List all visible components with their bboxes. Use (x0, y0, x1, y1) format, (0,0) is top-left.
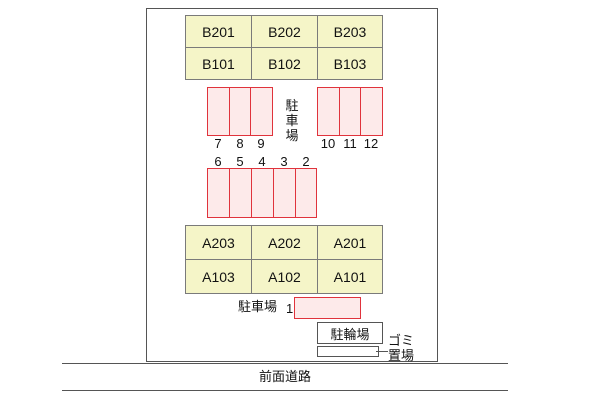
garbage-leader-line (376, 351, 388, 352)
parking-space-6 (207, 168, 230, 218)
bicycle-parking: 駐輪場 (317, 322, 383, 344)
garbage-label-line-1: ゴミ (388, 333, 415, 348)
parking-number-1: 1 (286, 301, 294, 316)
parking-space-5 (229, 168, 252, 218)
parking-label-char-3: 場 (285, 128, 299, 143)
unit-a103: A103 (185, 259, 252, 294)
road-line-bottom (62, 390, 508, 391)
parking-number-6: 6 (214, 154, 222, 169)
parking-number-3: 3 (280, 154, 288, 169)
parking-space-12 (360, 87, 383, 136)
parking-number-5: 5 (236, 154, 244, 169)
parking-label-char-1: 駐 (285, 98, 299, 113)
unit-b203: B203 (317, 15, 383, 48)
garbage-area-box (317, 346, 379, 357)
parking-number-4: 4 (258, 154, 266, 169)
unit-b201: B201 (185, 15, 252, 48)
garbage-label-line-2: 置場 (388, 348, 415, 363)
unit-b102: B102 (251, 47, 318, 80)
parking-number-11: 11 (343, 136, 357, 151)
parking-space-11 (339, 87, 361, 136)
parking-space-4 (251, 168, 274, 218)
unit-a202: A202 (251, 225, 318, 260)
parking-number-9: 9 (257, 136, 265, 151)
unit-a101: A101 (317, 259, 383, 294)
parking-space-7 (207, 87, 230, 136)
unit-b202: B202 (251, 15, 318, 48)
parking-number-7: 7 (214, 136, 222, 151)
unit-a201: A201 (317, 225, 383, 260)
parking-label-char-2: 車 (285, 113, 299, 128)
unit-a203: A203 (185, 225, 252, 260)
parking-number-10: 10 (320, 136, 336, 151)
parking-space-2 (295, 168, 317, 218)
unit-b101: B101 (185, 47, 252, 80)
front-road-label: 前面道路 (258, 369, 311, 384)
lower-parking-label: 駐車場 (238, 299, 278, 314)
parking-space-3 (273, 168, 296, 218)
parking-space-9 (250, 87, 273, 136)
parking-space-10 (317, 87, 340, 136)
unit-a102: A102 (251, 259, 318, 294)
road-line-top (62, 363, 508, 364)
parking-number-8: 8 (236, 136, 244, 151)
parking-space-1 (294, 297, 361, 319)
unit-b103: B103 (317, 47, 383, 80)
parking-number-12: 12 (363, 136, 379, 151)
parking-space-8 (229, 87, 251, 136)
parking-number-2: 2 (302, 154, 310, 169)
